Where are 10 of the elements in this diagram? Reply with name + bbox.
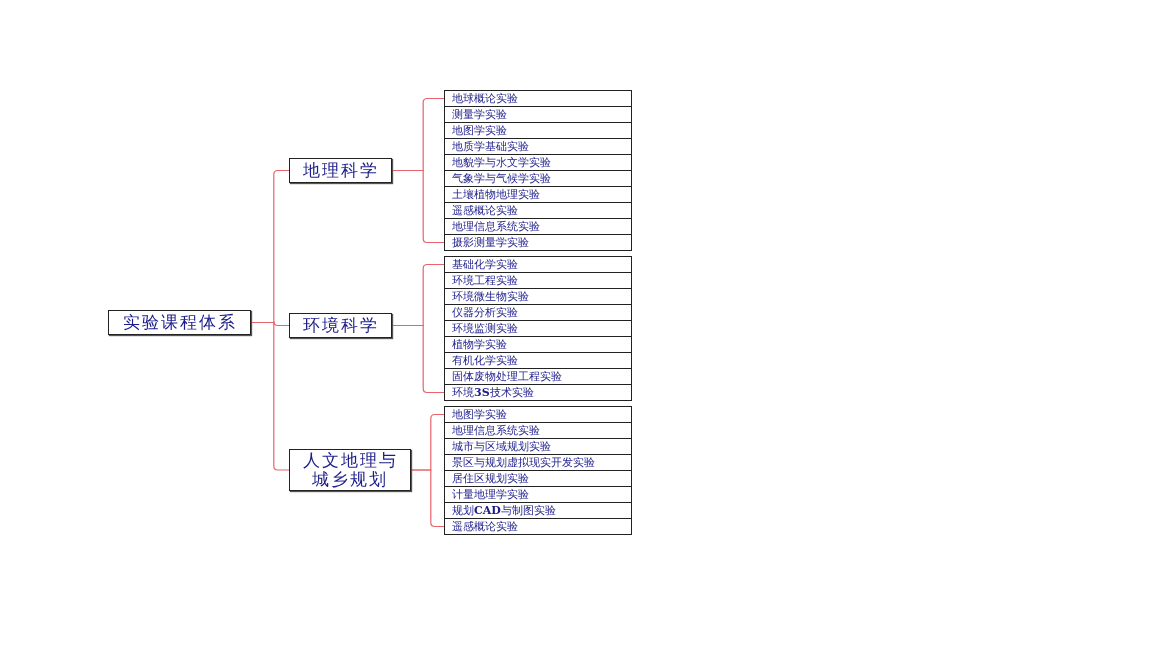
bracket-connector bbox=[250, 321, 290, 471]
course-list-row: 环境3S技术实验 bbox=[444, 384, 632, 401]
course-list-row: 摄影测量学实验 bbox=[444, 234, 632, 251]
course-list-row: 遥感概论实验 bbox=[444, 518, 632, 535]
bracket-connector bbox=[391, 324, 445, 394]
root-box: 实验课程体系 bbox=[108, 310, 251, 335]
bracket-connector bbox=[391, 169, 445, 244]
category-box: 环境科学 bbox=[289, 313, 392, 338]
category-box: 地理科学 bbox=[289, 158, 392, 183]
category-box: 人文地理与城乡规划 bbox=[289, 449, 411, 491]
